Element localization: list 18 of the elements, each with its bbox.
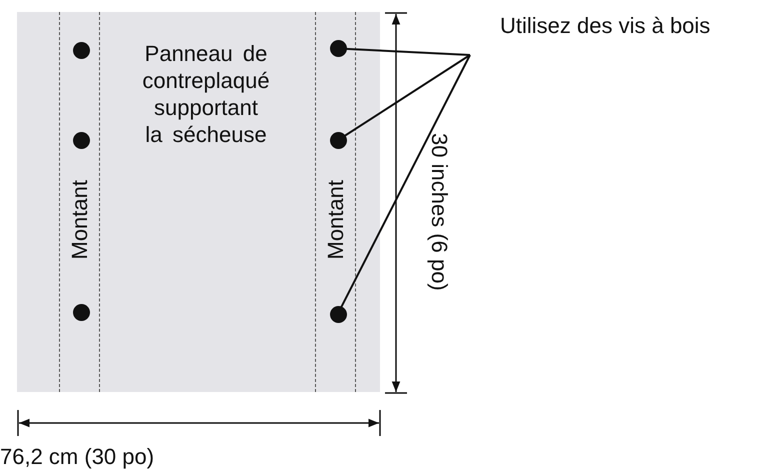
leader-line <box>344 54 471 137</box>
screw-dot <box>73 132 90 149</box>
stud-label: Montant <box>66 180 93 260</box>
stud <box>59 12 100 392</box>
screw-dot <box>330 132 347 149</box>
dimension-label: 30 inches (6 po) <box>426 133 453 291</box>
stud <box>315 12 356 392</box>
note-text: Utilisez des vis à bois <box>500 12 770 46</box>
screw-dot <box>73 304 90 321</box>
panel-label: Panneau de contreplaqué supportant la sécheuse <box>142 40 270 148</box>
screw-dot <box>330 40 347 57</box>
screw-dot <box>330 306 347 323</box>
leader-line <box>346 48 470 56</box>
plywood-panel <box>17 12 380 392</box>
stud-label: Montant <box>322 180 349 260</box>
leader-line <box>340 54 471 308</box>
dimension-label: 76,2 cm (30 po) <box>0 443 154 470</box>
screw-dot <box>73 42 90 59</box>
